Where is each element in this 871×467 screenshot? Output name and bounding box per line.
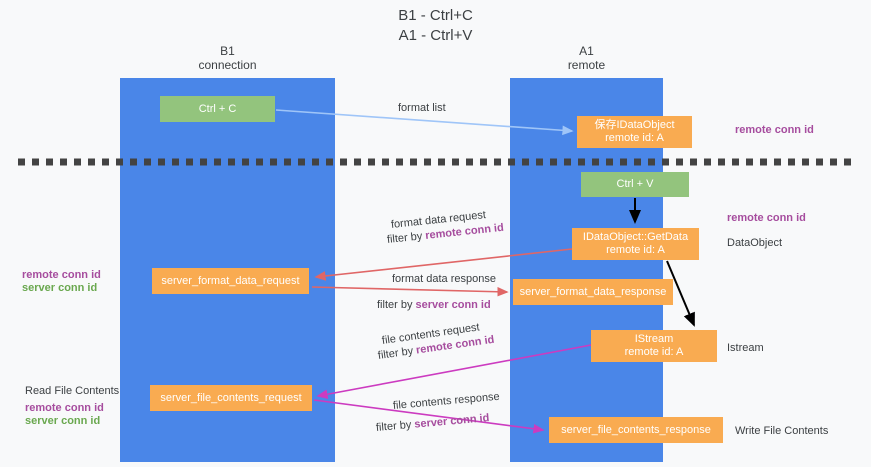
note-left-server-conn-id-1: server conn id (22, 282, 98, 294)
node-server-file-contents-request-label: server_file_contents_request (160, 391, 302, 404)
node-ctrl-c[interactable]: Ctrl + C (160, 96, 275, 122)
diagram-title-line-2: A1 - Ctrl+V (398, 27, 473, 44)
edge-label-file-contents-response-filter: filter by server conn id (375, 411, 490, 435)
node-ctrl-v-label: Ctrl + V (616, 178, 654, 190)
node-save-idataobject[interactable]: 保存IDataObject remote id: A (577, 116, 692, 148)
note-right-dataobject: DataObject (727, 237, 783, 249)
note-left-remote-conn-id-2: remote conn id (25, 402, 104, 414)
note-right-istream: Istream (727, 342, 764, 354)
node-save-idataobject-label: 保存IDataObject (594, 119, 675, 131)
edge-label-format-data-response-filter: filter by server conn id (377, 298, 491, 312)
node-idataobject-getdata-remote-id: remote id: A (606, 244, 665, 256)
swimlane-b1-name: B1 (220, 44, 235, 58)
node-server-file-contents-response-label: server_file_contents_response (561, 423, 711, 436)
node-ctrl-c-label: Ctrl + C (198, 102, 237, 115)
swimlane-b1-header: B1 connection (120, 44, 335, 72)
node-istream-label: IStream (634, 333, 674, 345)
node-ctrl-v[interactable]: Ctrl + V (581, 172, 689, 197)
node-istream-remote-id: remote id: A (624, 346, 684, 358)
filter-prefix: filter by (377, 344, 417, 362)
edge-label-format-list: format list (398, 102, 446, 114)
note-left-read-file-contents: Read File Contents (25, 385, 120, 397)
note-right-remote-conn-id-top: remote conn id (735, 124, 814, 136)
filter-prefix: filter by (375, 418, 415, 434)
node-server-format-data-request-label: server_format_data_request (161, 274, 300, 287)
diagram-title: B1 - Ctrl+C A1 - Ctrl+V (0, 6, 871, 46)
filter-key-server-conn-id: server conn id (415, 299, 491, 311)
swimlane-a1-role: remote (567, 58, 606, 72)
node-server-format-data-response-label: server_format_data_response (519, 285, 667, 298)
node-idataobject-getdata[interactable]: IDataObject::GetData remote id: A (572, 228, 699, 260)
node-server-format-data-request[interactable]: server_format_data_request (152, 268, 309, 294)
node-server-file-contents-request[interactable]: server_file_contents_request (150, 385, 312, 411)
node-server-format-data-response[interactable]: server_format_data_response (513, 279, 673, 305)
swimlane-b1-role: connection (198, 58, 257, 72)
node-istream[interactable]: IStream remote id: A (591, 330, 717, 362)
filter-prefix: filter by (377, 299, 416, 311)
note-left-remote-conn-id-1: remote conn id (22, 269, 101, 281)
note-left-server-conn-id-2: server conn id (25, 415, 101, 427)
note-right-write-file-contents: Write File Contents (735, 425, 829, 437)
note-right-remote-conn-id-mid: remote conn id (727, 212, 806, 224)
diagram-title-line-1: B1 - Ctrl+C (398, 7, 473, 24)
filter-key-server-conn-id: server conn id (413, 412, 490, 431)
node-save-idataobject-remote-id: remote id: A (605, 132, 664, 144)
node-server-file-contents-response[interactable]: server_file_contents_response (549, 417, 723, 443)
edge-label-format-data-response: format data response (392, 273, 496, 285)
filter-prefix: filter by (386, 230, 426, 246)
swimlane-a1-name: A1 (579, 44, 594, 58)
node-idataobject-getdata-label: IDataObject::GetData (582, 231, 689, 243)
connector-format-data-response (311, 286, 509, 297)
swimlane-a1-header: A1 remote (510, 44, 663, 72)
edge-label-file-contents-response: file contents response (392, 390, 501, 412)
